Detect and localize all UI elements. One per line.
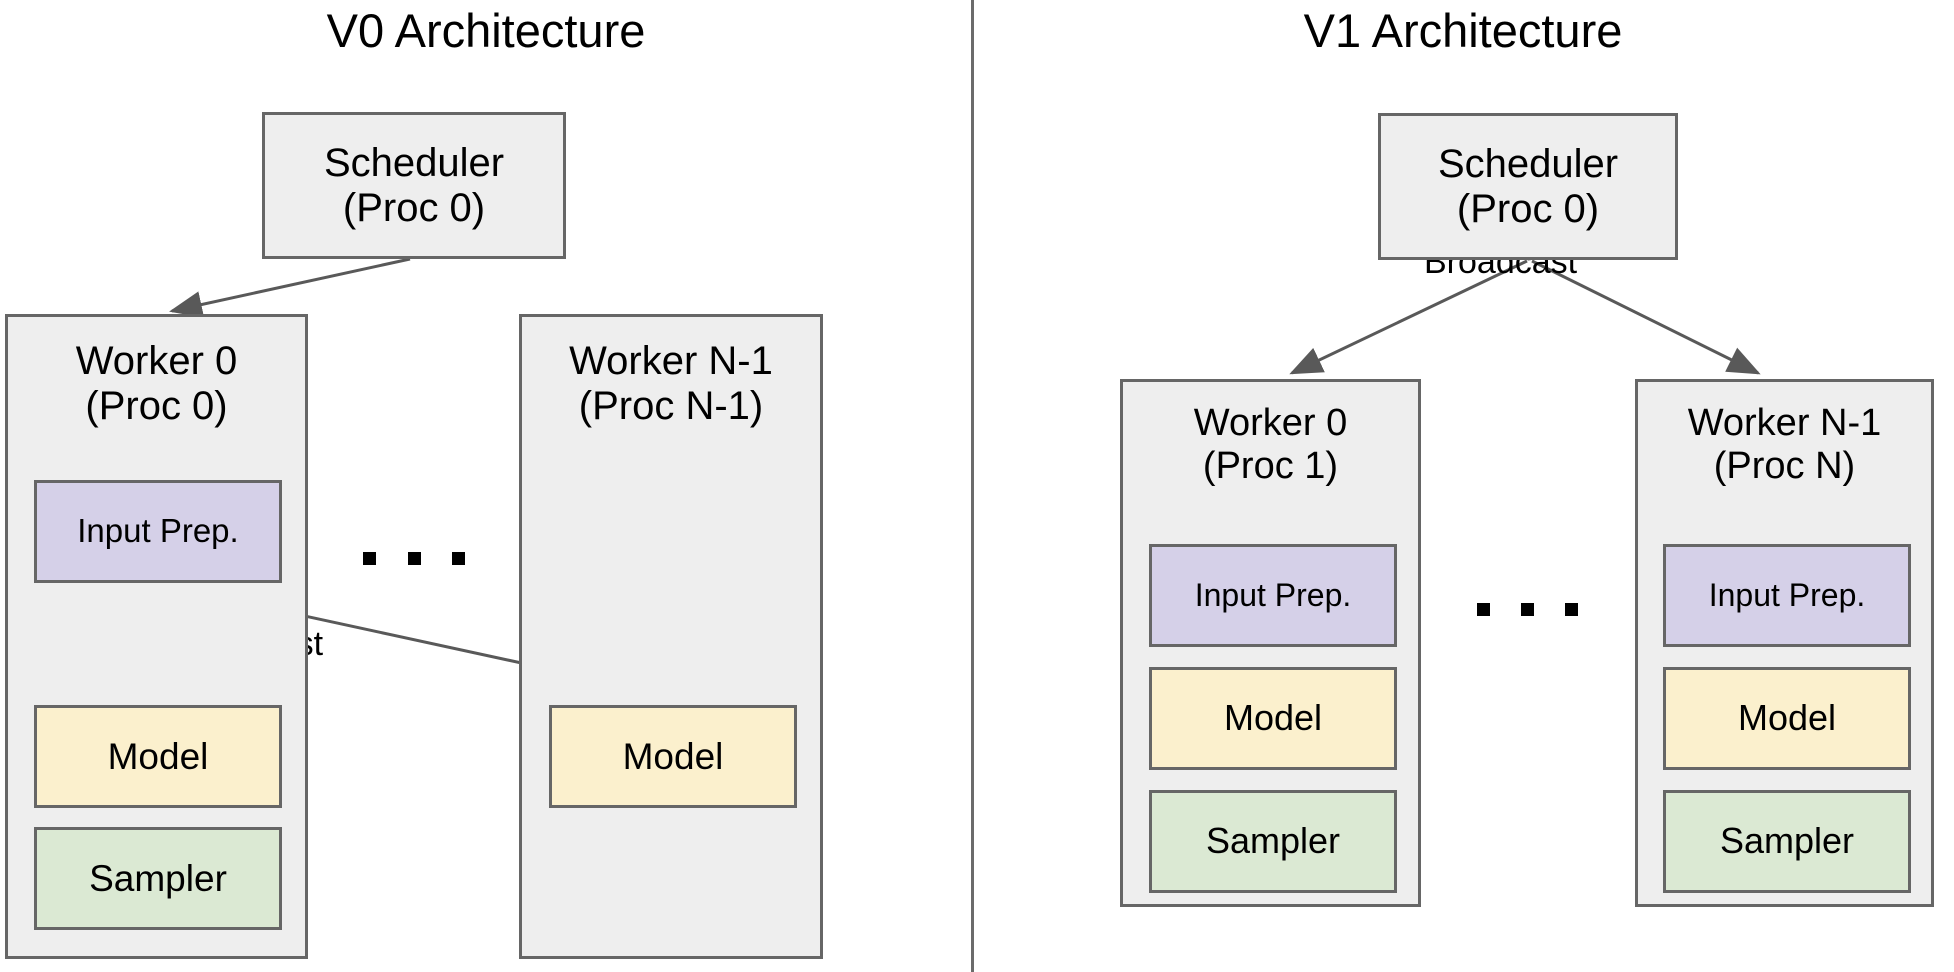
node-v1-worker-n-input-prep-label: Input Prep. <box>1708 576 1866 613</box>
ellipsis-dot <box>452 552 465 565</box>
node-v1-worker-n-title: Worker N-1 (Proc N) <box>1638 402 1931 487</box>
node-v1-worker-0-line2: (Proc 1) <box>1202 444 1339 487</box>
node-v1-scheduler[interactable]: Scheduler (Proc 0) <box>1378 113 1678 260</box>
node-v1-worker-0-input-prep[interactable]: Input Prep. <box>1149 544 1397 647</box>
node-v1-worker-n-line1: Worker N-1 <box>1687 402 1882 444</box>
node-v0-worker-0-input-prep-label: Input Prep. <box>77 512 239 550</box>
node-v0-worker-0-line1: Worker 0 <box>75 339 238 383</box>
page-title-v1: V1 Architecture <box>1303 4 1623 57</box>
node-v1-worker-0-model[interactable]: Model <box>1149 667 1397 770</box>
node-v1-worker-0-title: Worker 0 (Proc 1) <box>1123 402 1418 487</box>
node-v1-worker-n-input-prep[interactable]: Input Prep. <box>1663 544 1911 647</box>
node-v0-worker-n-model-label: Model <box>622 735 724 777</box>
ellipsis-dot <box>363 552 376 565</box>
node-v0-worker-n-title: Worker N-1 (Proc N-1) <box>522 339 820 429</box>
node-v0-worker-0-title: Worker 0 (Proc 0) <box>8 339 305 429</box>
node-v1-worker-n-sampler[interactable]: Sampler <box>1663 790 1911 893</box>
ellipsis-dot <box>1521 603 1534 616</box>
ellipsis-dot <box>1565 603 1578 616</box>
node-v1-worker-0-input-prep-label: Input Prep. <box>1194 576 1352 613</box>
node-v1-scheduler-line1: Scheduler <box>1437 141 1619 186</box>
ellipsis-dot <box>1477 603 1490 616</box>
node-v1-scheduler-line2: (Proc 0) <box>1456 186 1600 231</box>
node-v1-worker-0-sampler-label: Sampler <box>1205 820 1341 862</box>
node-v0-worker-0[interactable]: Worker 0 (Proc 0) Input Prep. Model Samp… <box>5 314 308 959</box>
node-v1-worker-n-model-label: Model <box>1737 697 1837 739</box>
ellipsis-v0 <box>363 552 465 565</box>
node-v1-worker-0[interactable]: Worker 0 (Proc 1) Input Prep. Model Samp… <box>1120 379 1421 907</box>
node-v0-worker-0-model-label: Model <box>107 735 209 777</box>
ellipsis-dot <box>407 552 421 565</box>
panel-v1-architecture: V1 Architecture Broadcast Scheduler (Pro… <box>972 0 1954 972</box>
node-v0-worker-0-sampler-label: Sampler <box>89 857 227 899</box>
panel-divider <box>971 0 974 972</box>
node-v0-worker-n-line1: Worker N-1 <box>569 339 773 383</box>
node-v0-worker-0-line2: (Proc 0) <box>85 383 228 428</box>
node-v0-worker-0-model[interactable]: Model <box>34 705 282 808</box>
node-v0-scheduler-line2: (Proc 0) <box>342 185 486 230</box>
node-v1-worker-n-model[interactable]: Model <box>1663 667 1911 770</box>
panel-v0-architecture: V0 Architecture Broadcast Scheduler (Pro… <box>0 0 972 972</box>
node-v1-worker-0-sampler[interactable]: Sampler <box>1149 790 1397 893</box>
node-v1-worker-n-sampler-label: Sampler <box>1719 820 1855 862</box>
node-v0-worker-0-sampler[interactable]: Sampler <box>34 827 282 930</box>
node-v1-worker-n-line2: (Proc N) <box>1713 444 1856 487</box>
edge-scheduler-to-worker0 <box>169 257 411 318</box>
node-v0-scheduler-line1: Scheduler <box>323 140 505 185</box>
ellipsis-v1 <box>1477 603 1578 616</box>
node-v0-scheduler[interactable]: Scheduler (Proc 0) <box>262 112 566 259</box>
node-v0-worker-0-input-prep[interactable]: Input Prep. <box>34 480 282 583</box>
node-v0-worker-n-line2: (Proc N-1) <box>578 383 764 428</box>
node-v1-worker-0-model-label: Model <box>1223 697 1323 739</box>
node-v0-worker-n-model[interactable]: Model <box>549 705 797 808</box>
node-v1-worker-n[interactable]: Worker N-1 (Proc N) Input Prep. Model Sa… <box>1635 379 1934 907</box>
node-v1-worker-0-line1: Worker 0 <box>1193 402 1348 444</box>
page-title-v0: V0 Architecture <box>326 4 646 57</box>
node-v0-worker-n[interactable]: Worker N-1 (Proc N-1) Model <box>519 314 823 959</box>
